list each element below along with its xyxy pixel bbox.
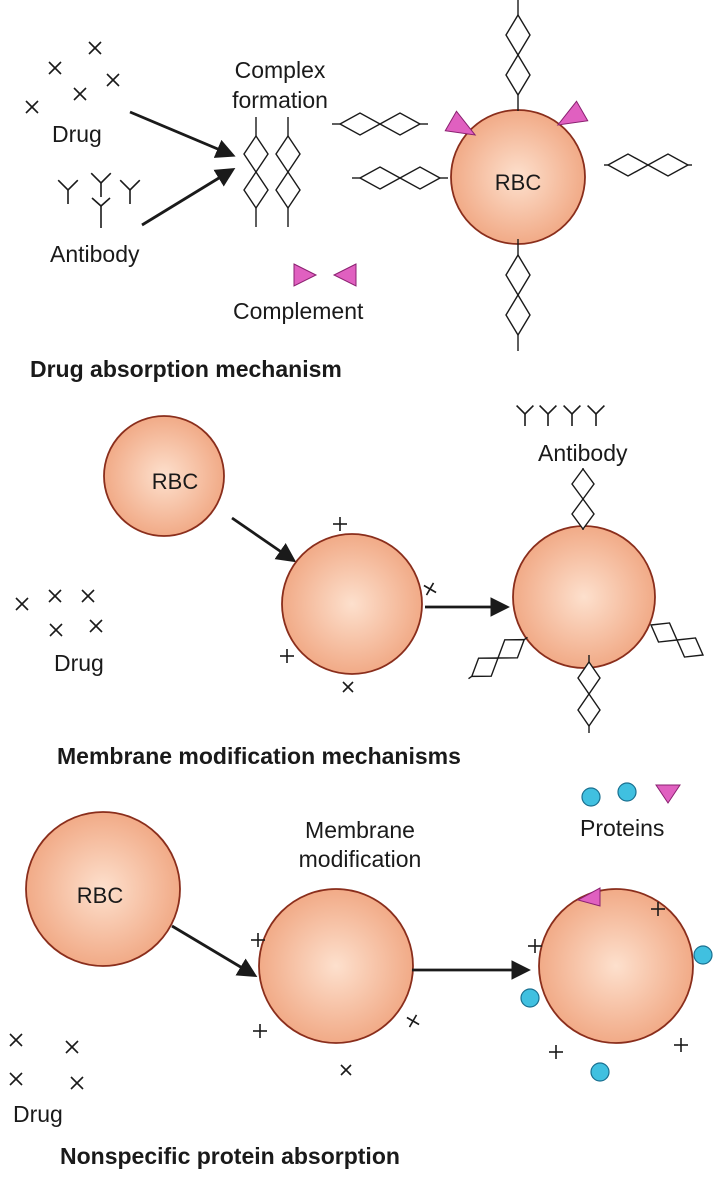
drug-mark-icon: [406, 1014, 420, 1028]
drug-x-icon: [9, 1072, 23, 1086]
complex-icon: [505, 0, 531, 111]
complex-icon: [332, 112, 428, 136]
antibody-icon: [587, 405, 605, 426]
complex-formation-label-line2: formation: [232, 87, 328, 113]
membrane-modification-label-line1: Membrane: [305, 817, 415, 843]
complement-icon: [293, 263, 318, 287]
drug-label: Drug: [13, 1101, 63, 1127]
drug-mark-icon: [528, 939, 542, 953]
drug-mark-icon: [333, 517, 347, 531]
section-title-drug-absorption: Drug absorption mechanism: [30, 356, 342, 382]
drug-x-icon: [49, 623, 63, 637]
drug-x-icon: [25, 100, 39, 114]
protein-circle-icon: [581, 787, 601, 807]
rbc-label: RBC: [494, 170, 542, 195]
antibody-label: Antibody: [50, 241, 140, 267]
rbc-label: RBC: [76, 883, 124, 908]
drug-x-icon: [73, 87, 87, 101]
rbc-label: RBC: [151, 469, 199, 494]
drug-x-icon: [106, 73, 120, 87]
complex-icon: [571, 467, 595, 531]
protein-circle-icon: [590, 1062, 610, 1082]
arrow-icon: [129, 110, 236, 158]
rbc-cell: [281, 533, 423, 675]
drug-mark-icon: [674, 1038, 688, 1052]
drug-x-icon: [48, 61, 62, 75]
rbc-cell: [258, 888, 414, 1044]
drug-mark-icon: [280, 649, 294, 663]
protein-circle-icon: [617, 782, 637, 802]
drug-mark-icon: [423, 582, 437, 596]
complex-icon: [649, 622, 705, 658]
drug-x-icon: [15, 597, 29, 611]
drug-label: Drug: [52, 121, 102, 147]
complement-icon: [332, 263, 357, 287]
complex-icon: [604, 153, 692, 177]
drug-x-icon: [89, 619, 103, 633]
complement-icon: [556, 100, 589, 126]
rbc-cell: [538, 888, 694, 1044]
complex-icon: [352, 166, 448, 190]
proteins-label: Proteins: [580, 815, 665, 841]
antibody-icon: [90, 172, 112, 197]
drug-mark-icon: [651, 902, 665, 916]
drug-mark-icon: [253, 1024, 267, 1038]
complement-icon: [576, 887, 601, 907]
complex-icon: [577, 655, 601, 733]
drug-mark-icon: [549, 1045, 563, 1059]
section-title-nonspecific-protein: Nonspecific protein absorption: [60, 1143, 400, 1169]
antibody-icon: [516, 405, 534, 426]
section-title-membrane-modification: Membrane modification mechanisms: [57, 743, 461, 769]
protein-triangle-icon: [655, 784, 681, 804]
antibody-label: Antibody: [538, 440, 628, 466]
arrow-icon: [171, 924, 258, 978]
arrow-icon: [231, 516, 297, 563]
antibody-icon: [91, 197, 111, 228]
complex-formation-label-line1: Complex: [234, 57, 326, 83]
drug-x-icon: [70, 1076, 84, 1090]
complement-icon: [444, 110, 477, 136]
drug-x-icon: [342, 681, 354, 693]
antibody-icon: [57, 179, 79, 204]
drug-x-icon: [81, 589, 95, 603]
drug-label: Drug: [54, 650, 104, 676]
antibody-icon: [563, 405, 581, 426]
complex-icon: [468, 636, 528, 680]
drug-x-icon: [340, 1064, 352, 1076]
protein-circle-icon: [693, 945, 713, 965]
drug-x-icon: [65, 1040, 79, 1054]
drug-x-icon: [48, 589, 62, 603]
antibody-icon: [539, 405, 557, 426]
protein-circle-icon: [520, 988, 540, 1008]
drug-x-icon: [9, 1033, 23, 1047]
complex-icon: [505, 239, 531, 351]
antibody-icon: [119, 179, 141, 204]
drug-mark-icon: [251, 933, 265, 947]
membrane-modification-label-line2: modification: [298, 846, 422, 872]
complex-icon: [275, 117, 301, 227]
complex-icon: [243, 117, 269, 227]
rbc-cell: [512, 525, 656, 669]
rbc-cell: [103, 415, 225, 537]
complement-label: Complement: [233, 298, 364, 324]
arrow-icon: [141, 167, 236, 227]
drug-x-icon: [88, 41, 102, 55]
rbc-cell: [25, 811, 181, 967]
